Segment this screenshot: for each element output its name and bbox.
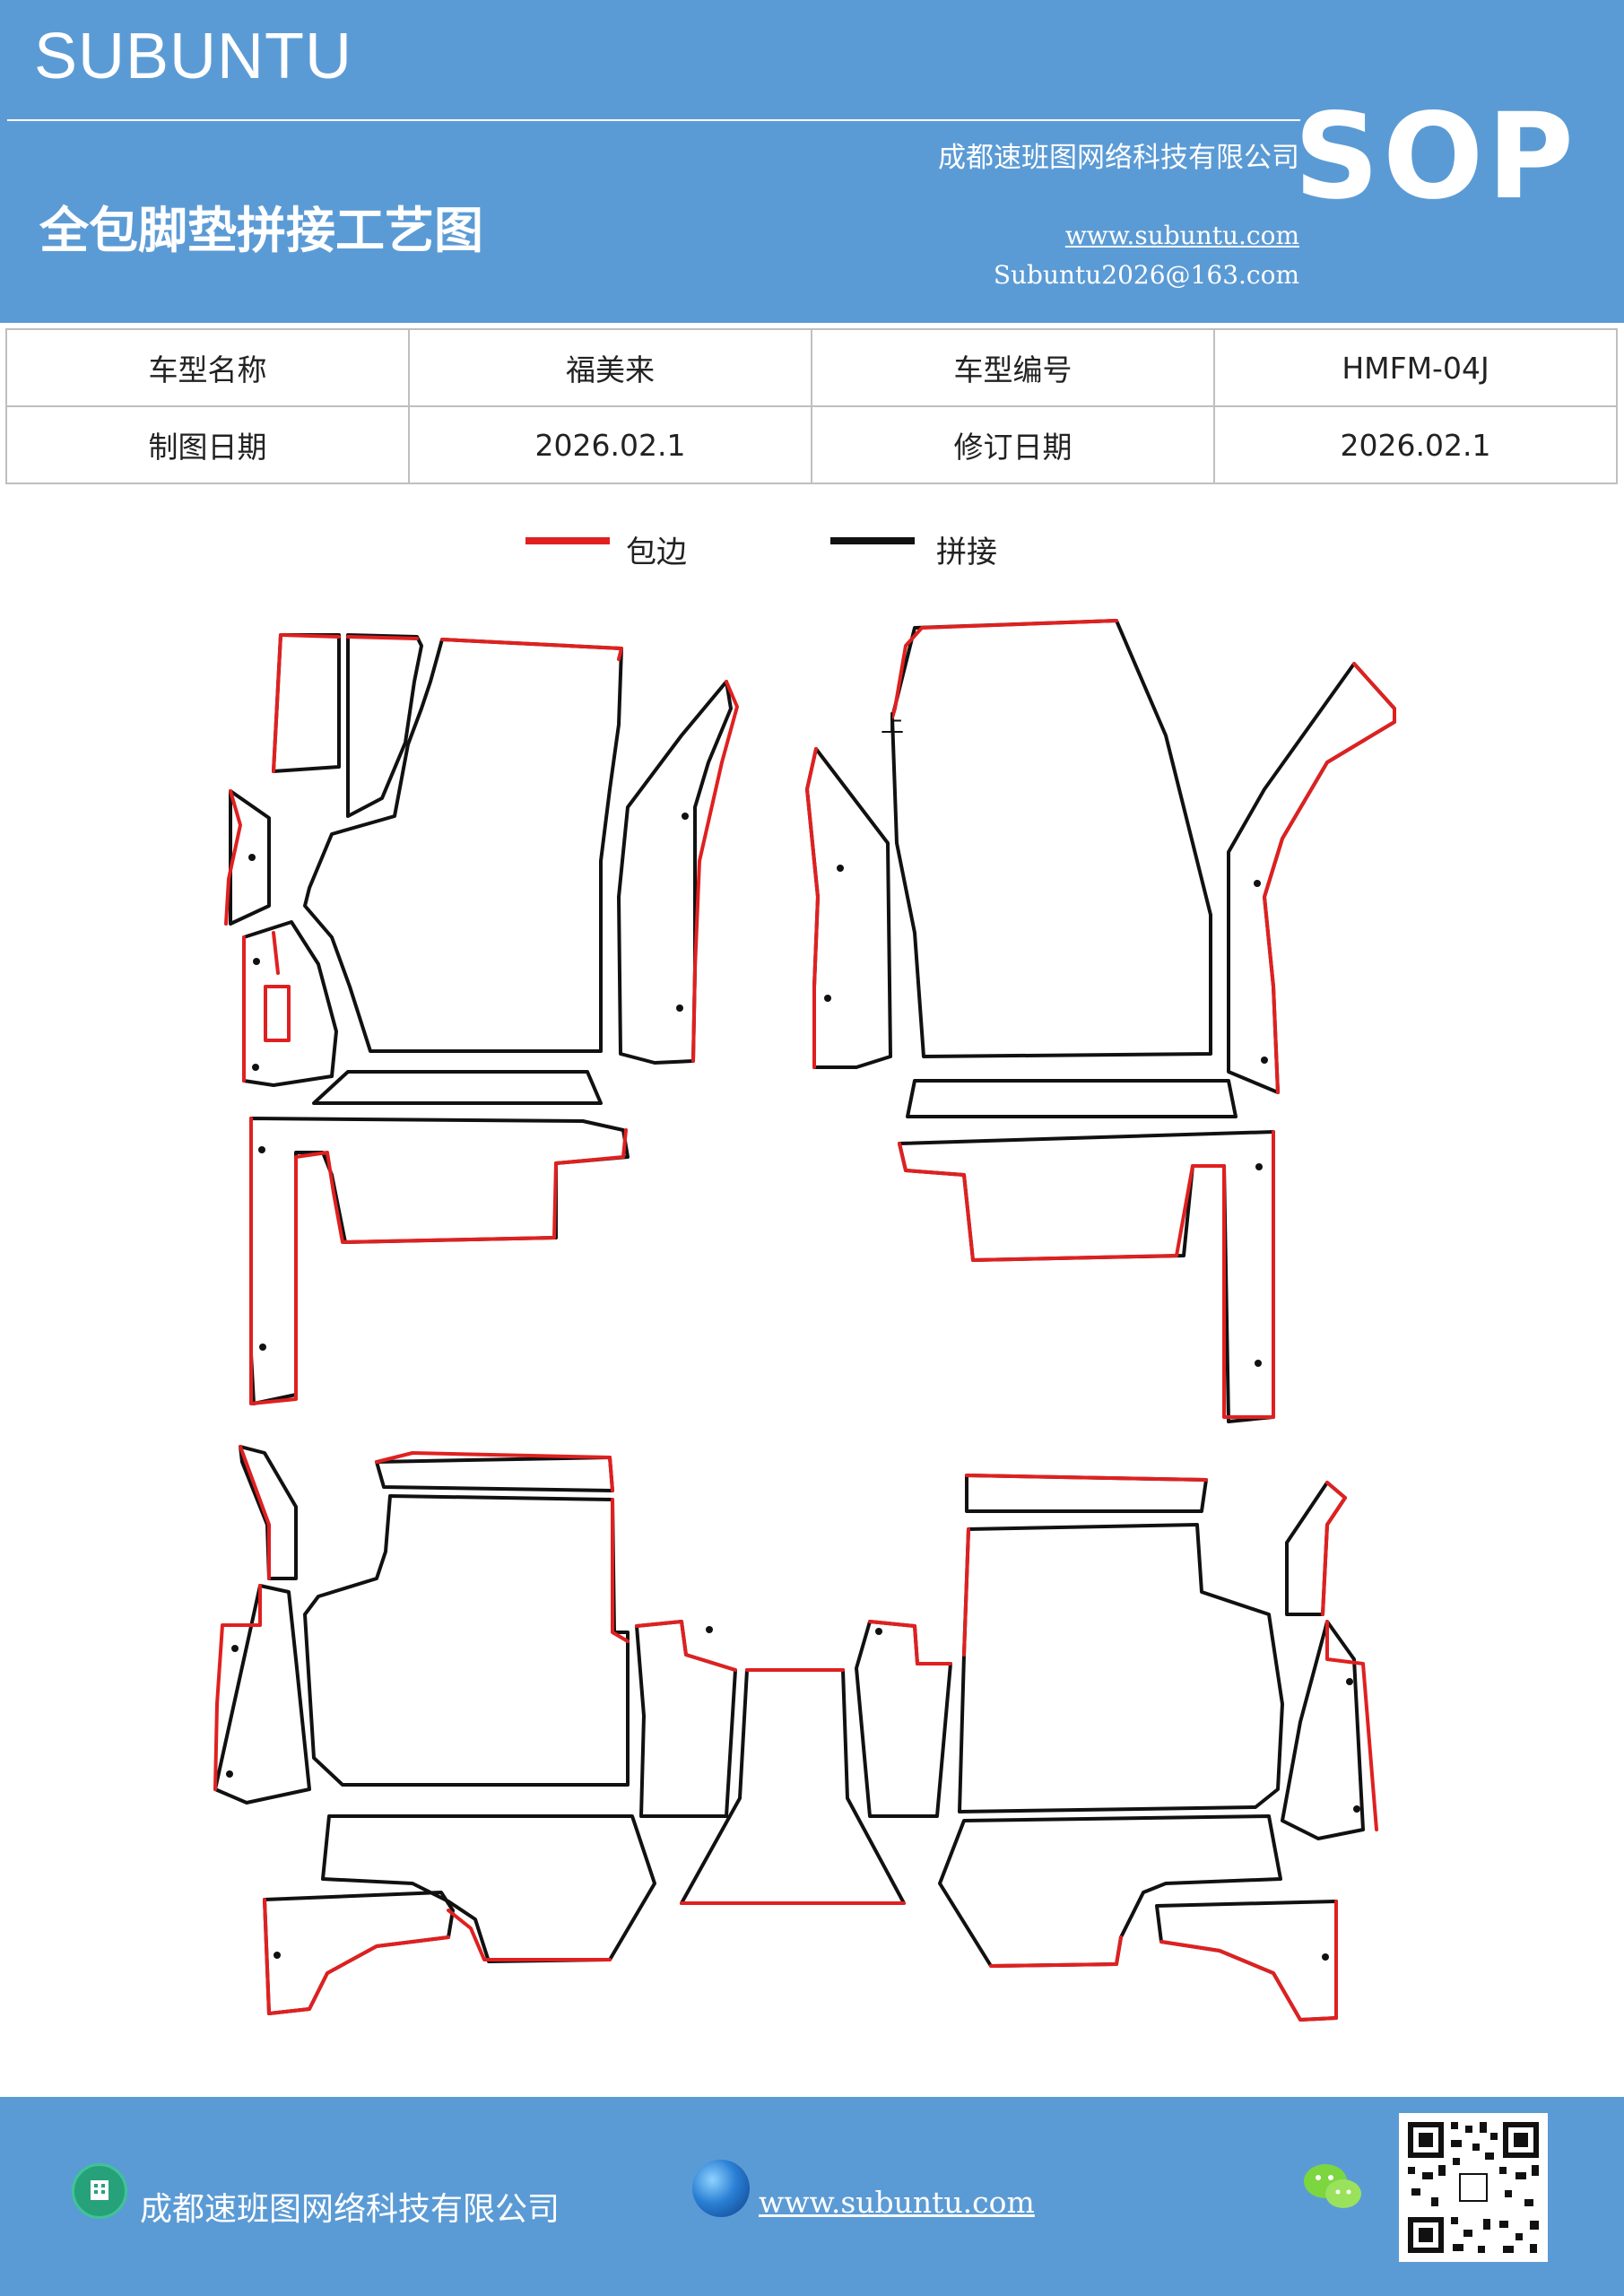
header-banner: SUBUNTU 成都速班图网络科技有限公司 全包脚垫拼接工艺图 www.subu… — [0, 0, 1624, 323]
orientation-marker: 上 — [881, 711, 904, 738]
footer-website-link[interactable]: www.subuntu.com — [759, 2185, 1035, 2220]
legend-edge-label: 包边 — [626, 535, 687, 570]
revise-date-value: 2026.02.1 — [1213, 405, 1618, 484]
rear-left-mat — [213, 1445, 656, 2015]
table-row: 车型名称 福美来 车型编号 HMFM-04J — [5, 328, 1618, 407]
rear-center-tunnel — [635, 1620, 952, 1905]
front-right-mat — [805, 619, 1396, 1118]
footer-banner: 成都速班图网络科技有限公司 www.subuntu.com — [0, 2097, 1624, 2296]
front-left-mat — [224, 633, 739, 1105]
front-left-footrest — [249, 1117, 630, 1405]
wechat-icon[interactable] — [1302, 2160, 1365, 2215]
vehicle-info-table: 车型名称 福美来 车型编号 HMFM-04J 制图日期 2026.02.1 修订… — [5, 328, 1618, 484]
building-icon — [72, 2163, 127, 2219]
qr-code[interactable] — [1399, 2113, 1548, 2262]
document-title: 全包脚垫拼接工艺图 — [39, 202, 484, 259]
floor-mat-diagram: 上 — [213, 619, 1396, 2022]
model-name-label: 车型名称 — [5, 328, 410, 407]
mounting-holes — [226, 813, 1360, 1961]
globe-icon — [692, 2160, 750, 2217]
rear-right-mat — [938, 1474, 1378, 2022]
model-code-label: 车型编号 — [811, 328, 1215, 407]
company-name: 成都速班图网络科技有限公司 — [938, 142, 1299, 174]
brand-name: SUBUNTU — [34, 21, 353, 92]
revise-date-label: 修订日期 — [811, 405, 1215, 484]
website-link[interactable]: www.subuntu.com — [1064, 221, 1299, 250]
front-right-footrest — [898, 1130, 1275, 1423]
header-divider — [7, 119, 1300, 121]
legend-edge-swatch — [525, 537, 610, 544]
legend-join-swatch — [830, 537, 915, 544]
email-address: Subuntu2026@163.com — [993, 260, 1299, 290]
legend-join-label: 拼接 — [936, 535, 997, 570]
draw-date-label: 制图日期 — [5, 405, 410, 484]
model-code-value: HMFM-04J — [1213, 328, 1618, 407]
draw-date-value: 2026.02.1 — [408, 405, 812, 484]
model-name-value: 福美来 — [408, 328, 812, 407]
table-row: 制图日期 2026.02.1 修订日期 2026.02.1 — [5, 405, 1618, 484]
footer-company-name: 成都速班图网络科技有限公司 — [140, 2191, 560, 2228]
legend: 包边 拼接 — [0, 527, 1624, 572]
sop-badge: SOP — [1293, 88, 1577, 226]
